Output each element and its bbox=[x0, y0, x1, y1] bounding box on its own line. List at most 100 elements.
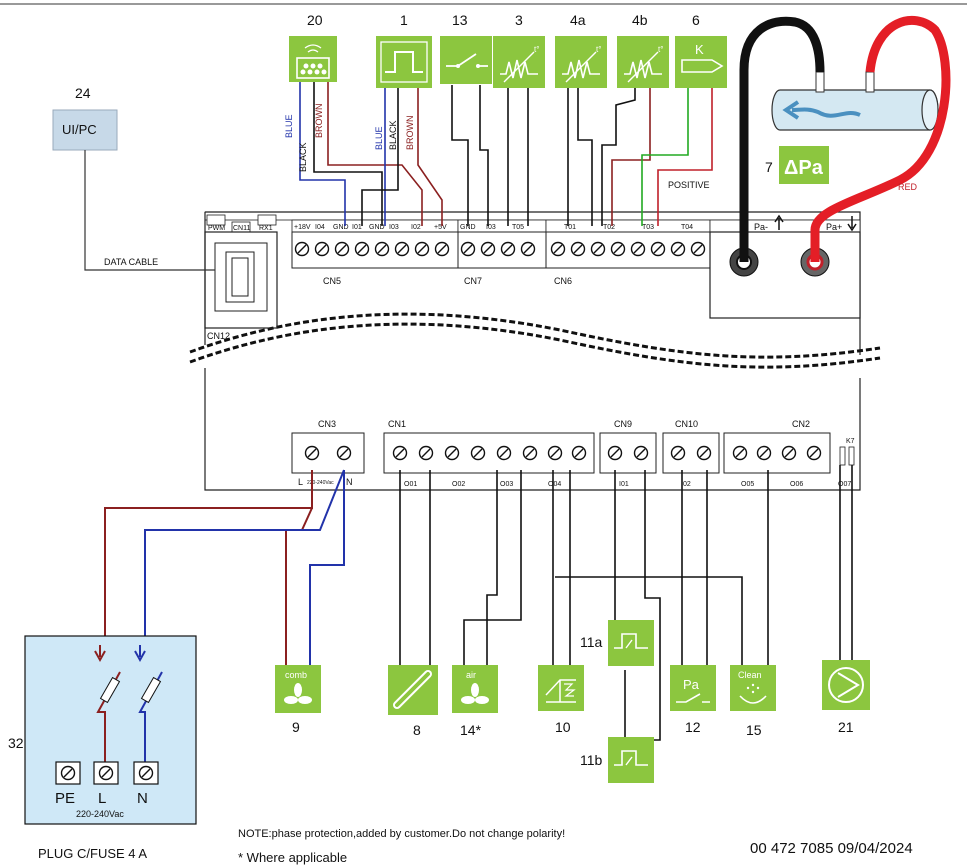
k7-label: K7 bbox=[846, 438, 855, 445]
wire-label-brown: BROWN bbox=[314, 104, 324, 139]
screw-terminal bbox=[690, 241, 706, 257]
arrow-up-icon bbox=[774, 214, 784, 230]
cn1-label: CN1 bbox=[388, 419, 406, 429]
l-label: L bbox=[98, 790, 106, 807]
screw-terminal bbox=[522, 445, 538, 461]
component-6: 6 K bbox=[675, 12, 727, 88]
screw-terminal bbox=[607, 445, 623, 461]
wire-label-red: RED bbox=[898, 182, 918, 192]
wire-labels: BLUE BLACK BROWN BLUE BLACK BROWN POSITI… bbox=[284, 104, 710, 191]
component-14: air 14* bbox=[452, 665, 498, 738]
wire-label-positive: POSITIVE bbox=[668, 180, 710, 190]
screw-terminal bbox=[138, 765, 154, 781]
cn7-label: CN7 bbox=[464, 276, 482, 286]
pin-label: O07 bbox=[838, 481, 851, 488]
pin-label: T01 bbox=[564, 224, 576, 231]
label-1: 1 bbox=[400, 12, 408, 28]
flue-pipe bbox=[771, 71, 939, 131]
temperature-probe-icon bbox=[617, 36, 669, 88]
screw-terminal bbox=[756, 445, 772, 461]
label-6: 6 bbox=[692, 12, 700, 28]
component-21: 21 bbox=[822, 660, 870, 735]
thermocouple-icon bbox=[675, 36, 727, 88]
pressure-hose-red bbox=[810, 15, 951, 262]
pe-label: PE bbox=[55, 790, 75, 807]
pa-minus-label: Pa- bbox=[754, 222, 768, 232]
screw-terminal bbox=[670, 241, 686, 257]
label-11b: 11b bbox=[580, 752, 603, 768]
screw-terminal bbox=[418, 445, 434, 461]
component-7: 7 ΔPa bbox=[765, 146, 829, 184]
svg-text:t°: t° bbox=[534, 45, 539, 54]
pin-label: T02 bbox=[603, 224, 615, 231]
temperature-probe-icon bbox=[493, 36, 545, 88]
screw-terminal bbox=[434, 241, 450, 257]
plug-panel: 32 PE L N 220-240Vac bbox=[8, 635, 197, 825]
screw-terminal bbox=[98, 765, 114, 781]
label-11a: 11a bbox=[580, 634, 603, 650]
screw-terminal bbox=[460, 241, 476, 257]
label-13: 13 bbox=[452, 12, 468, 28]
cn11-connector: CN11 bbox=[231, 221, 250, 233]
bottom-pin-labels: O01 O02 O03 O04 I01 I02 O05 O06 O07 bbox=[404, 481, 851, 488]
pin-label: I02 bbox=[411, 224, 421, 231]
dpa-icon-label: ΔPa bbox=[784, 157, 824, 179]
thermocouple-k-label: K bbox=[695, 42, 704, 57]
component-13: 13 bbox=[440, 12, 492, 84]
power-wiring bbox=[104, 469, 345, 665]
screw-terminal bbox=[781, 445, 797, 461]
label-21: 21 bbox=[838, 719, 854, 735]
cn10-terminal-block: CN10 bbox=[662, 419, 720, 474]
component-20: 20 bbox=[289, 12, 337, 82]
pin-label: +18V bbox=[294, 224, 311, 231]
screw-terminal bbox=[354, 241, 370, 257]
flow-arrow-icon bbox=[791, 107, 861, 118]
label-9: 9 bbox=[292, 719, 300, 735]
thermostat-icon bbox=[608, 737, 654, 783]
label-15: 15 bbox=[746, 722, 762, 738]
screw-terminal bbox=[60, 765, 76, 781]
screw-terminal bbox=[696, 445, 712, 461]
screw-terminal bbox=[314, 241, 330, 257]
screw-terminal bbox=[334, 241, 350, 257]
cn11-label: CN11 bbox=[233, 225, 250, 232]
pin-label: O05 bbox=[741, 481, 754, 488]
k7-relay: K7 bbox=[839, 438, 855, 466]
screw-terminal bbox=[670, 445, 686, 461]
label-4a: 4a bbox=[570, 12, 586, 28]
wire-label-black: BLACK bbox=[298, 142, 308, 172]
component-1: 1 bbox=[376, 12, 432, 88]
wire-label-blue: BLUE bbox=[284, 114, 294, 138]
pin-label: T04 bbox=[681, 224, 693, 231]
label-10: 10 bbox=[555, 719, 571, 735]
cn9-label: CN9 bbox=[614, 419, 632, 429]
label-3: 3 bbox=[515, 12, 523, 28]
wire-label-blue: BLUE bbox=[374, 126, 384, 150]
screw-terminal bbox=[550, 241, 566, 257]
screw-terminal bbox=[610, 241, 626, 257]
screw-terminal bbox=[392, 445, 408, 461]
pin-label: I04 bbox=[315, 224, 325, 231]
component-9: comb 9 bbox=[275, 665, 321, 735]
screw-terminal bbox=[806, 445, 822, 461]
screw-terminal bbox=[500, 241, 516, 257]
cn9-terminal-block: CN9 bbox=[599, 419, 657, 474]
screw-terminal bbox=[336, 445, 352, 461]
pin-label: GND bbox=[460, 224, 476, 231]
screw-terminal bbox=[304, 445, 320, 461]
clean-icon-label: Clean bbox=[738, 670, 762, 680]
cn3-l-label: L bbox=[298, 477, 303, 487]
pin-label: I02 bbox=[681, 481, 691, 488]
top-pin-labels: +18V I04 GND I01 GND I03 I02 +5V GND I03… bbox=[294, 224, 693, 231]
screw-terminal bbox=[496, 445, 512, 461]
fuse-icon bbox=[140, 676, 162, 704]
label-24: 24 bbox=[75, 85, 91, 101]
rx1-connector: RX1 bbox=[257, 214, 277, 232]
label-32: 32 bbox=[8, 735, 24, 751]
data-cable-label: DATA CABLE bbox=[104, 257, 158, 267]
pin-label: T03 bbox=[642, 224, 654, 231]
pin-label: O03 bbox=[500, 481, 513, 488]
pa-icon-label: Pa bbox=[683, 677, 700, 692]
cn3-terminal-block: CN3 L 220-240Vac N bbox=[291, 419, 365, 487]
cn3-voltage-label: 220-240Vac bbox=[307, 480, 334, 486]
